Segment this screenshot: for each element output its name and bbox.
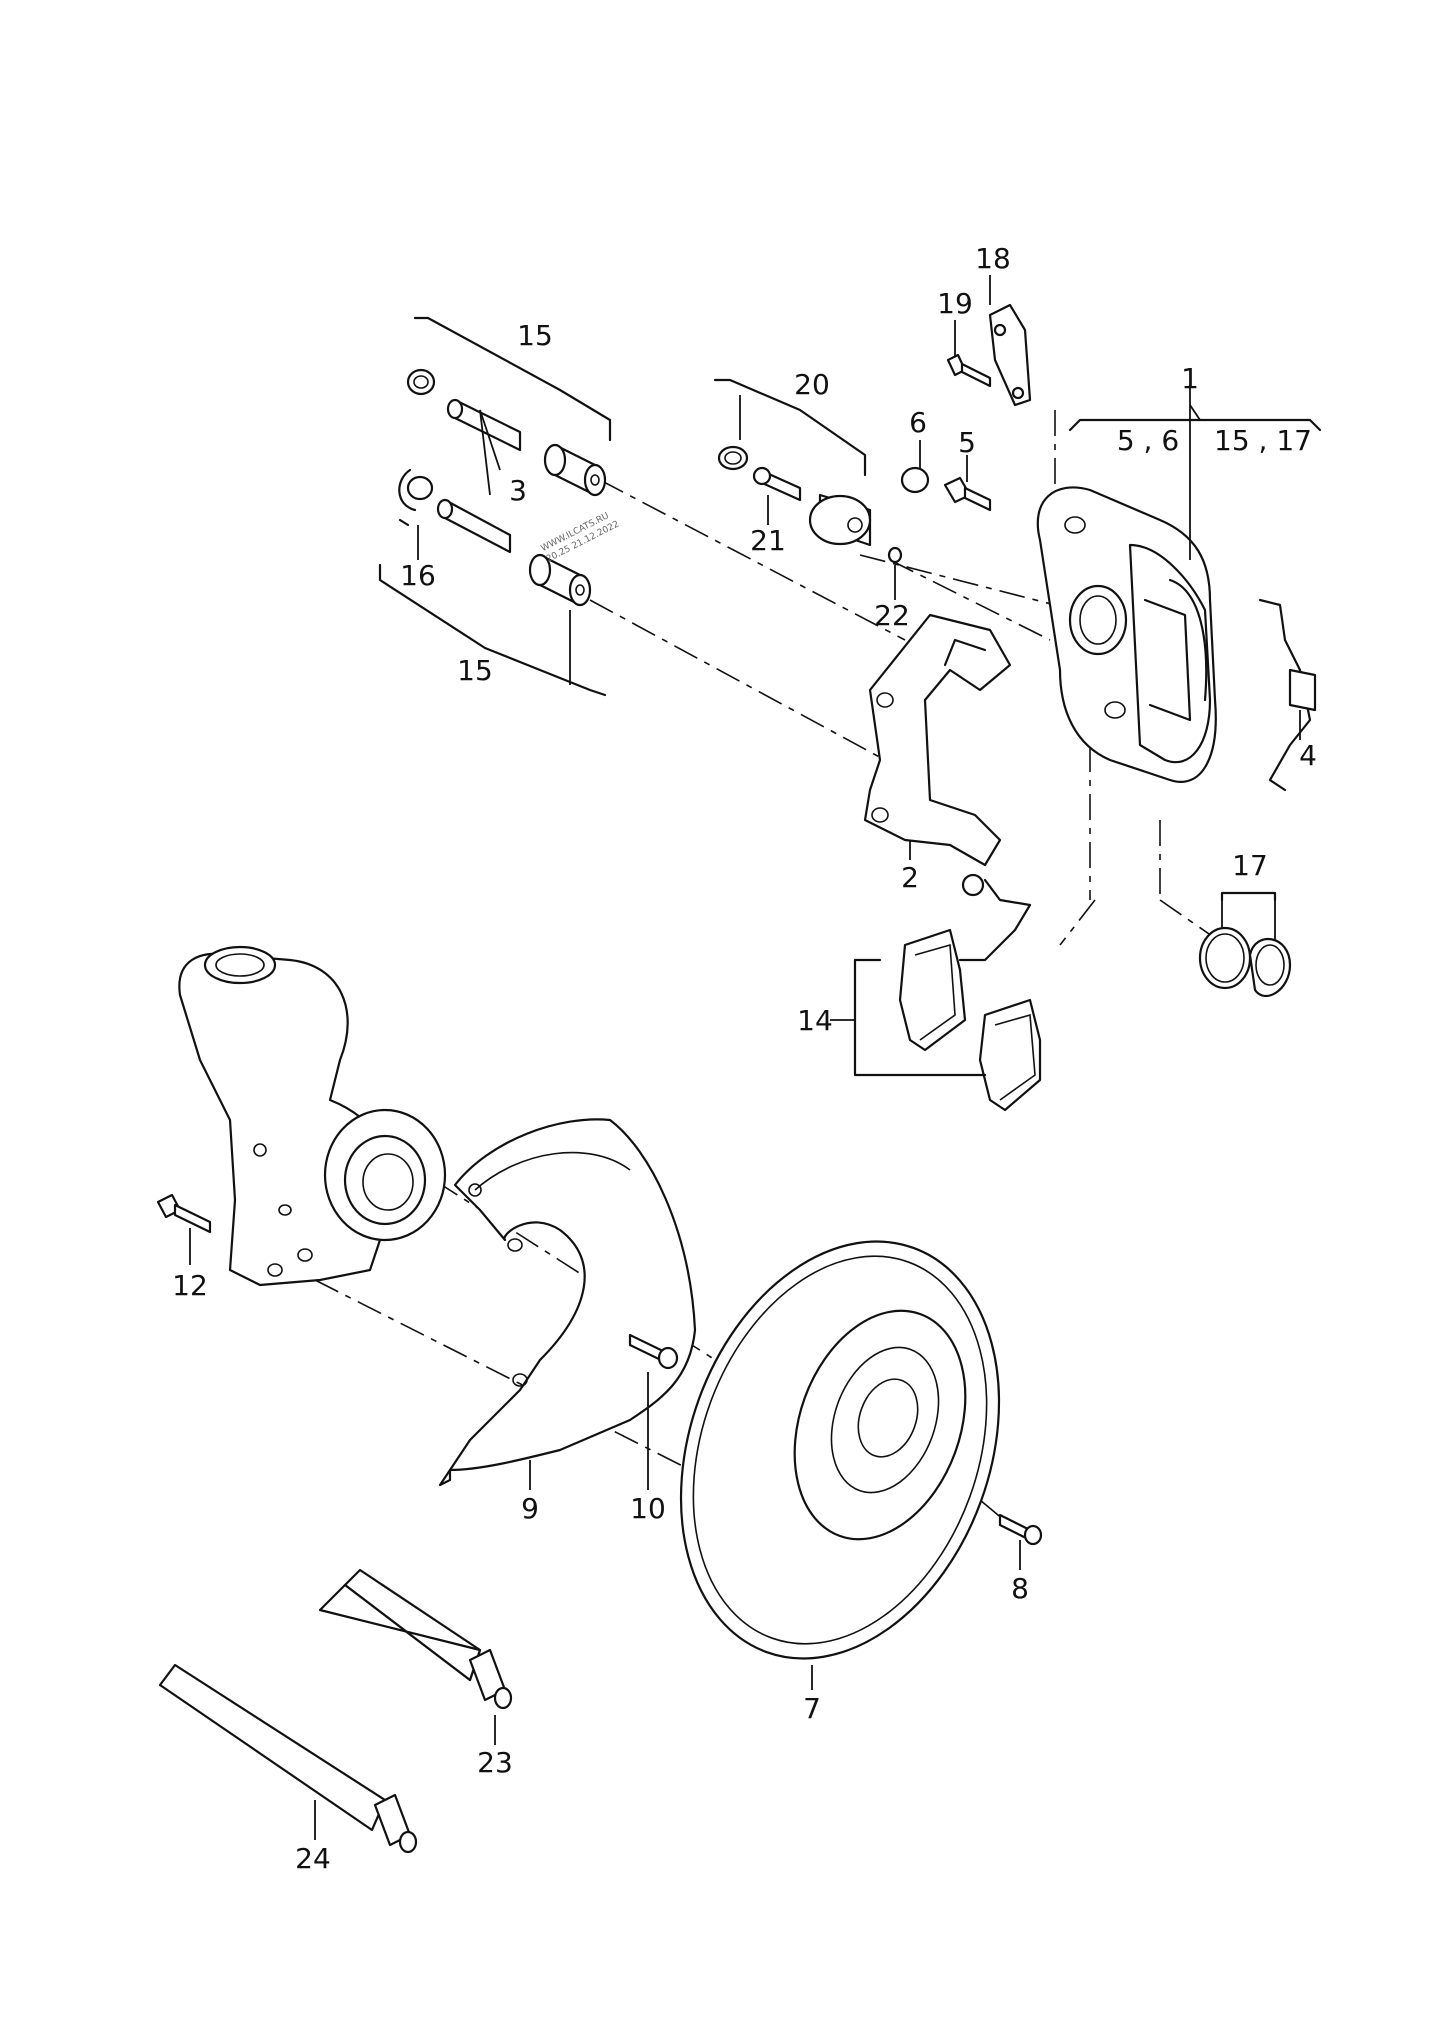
callout-15-bottom: 15 bbox=[457, 654, 493, 687]
anti-rattle-spring bbox=[1258, 598, 1317, 792]
knuckle-bolt bbox=[156, 1193, 212, 1265]
guide-pin-kit-top bbox=[406, 316, 612, 497]
callout-24: 24 bbox=[295, 1842, 331, 1875]
piston-seal-kit bbox=[1198, 891, 1292, 997]
callout-16: 16 bbox=[400, 559, 436, 592]
callout-15-top: 15 bbox=[517, 319, 553, 352]
callout-5: 5 bbox=[958, 426, 976, 459]
grease-tubes bbox=[158, 1568, 513, 1854]
callout-22: 22 bbox=[874, 599, 910, 632]
brake-disc bbox=[679, 1240, 1001, 1690]
callout-12: 12 bbox=[172, 1269, 208, 1302]
callout-2: 2 bbox=[901, 861, 919, 894]
guide-pin-kit-bottom bbox=[378, 409, 607, 697]
caliper-carrier bbox=[863, 613, 1012, 867]
brake-pads bbox=[830, 873, 1042, 1112]
callout-17: 17 bbox=[1232, 849, 1268, 882]
callout-10: 10 bbox=[630, 1492, 666, 1525]
splash-shield bbox=[438, 1118, 697, 1490]
bushing-set bbox=[713, 378, 903, 600]
callout-6: 6 bbox=[909, 406, 927, 439]
callout-9: 9 bbox=[521, 1492, 539, 1525]
callout-4: 4 bbox=[1299, 739, 1317, 772]
brake-caliper bbox=[1036, 385, 1322, 783]
callout-19: 19 bbox=[937, 287, 973, 320]
shield-bolt bbox=[628, 1333, 679, 1490]
callout-20: 20 bbox=[794, 368, 830, 401]
callout-labels: 1 5 , 6 15 , 17 2 3 4 5 6 7 8 9 10 12 14… bbox=[172, 242, 1317, 1875]
callout-1-sub-b: 15 , 17 bbox=[1214, 424, 1312, 457]
callout-1-sub-a: 5 , 6 bbox=[1117, 424, 1179, 457]
callout-8: 8 bbox=[1011, 1572, 1029, 1605]
callout-21: 21 bbox=[750, 524, 786, 557]
bleed-valve bbox=[900, 440, 992, 512]
steering-knuckle bbox=[178, 945, 447, 1287]
watermark: WWW.ILCATS.RU 20.25 21.12.2022 bbox=[540, 511, 621, 565]
callout-18: 18 bbox=[975, 242, 1011, 275]
disc-screw bbox=[998, 1513, 1043, 1570]
callout-3: 3 bbox=[509, 474, 527, 507]
callout-1: 1 bbox=[1181, 362, 1199, 395]
callout-14: 14 bbox=[797, 1004, 833, 1037]
bracket-and-bolt bbox=[946, 275, 1032, 407]
callout-7: 7 bbox=[803, 1692, 821, 1725]
callout-23: 23 bbox=[477, 1746, 513, 1779]
